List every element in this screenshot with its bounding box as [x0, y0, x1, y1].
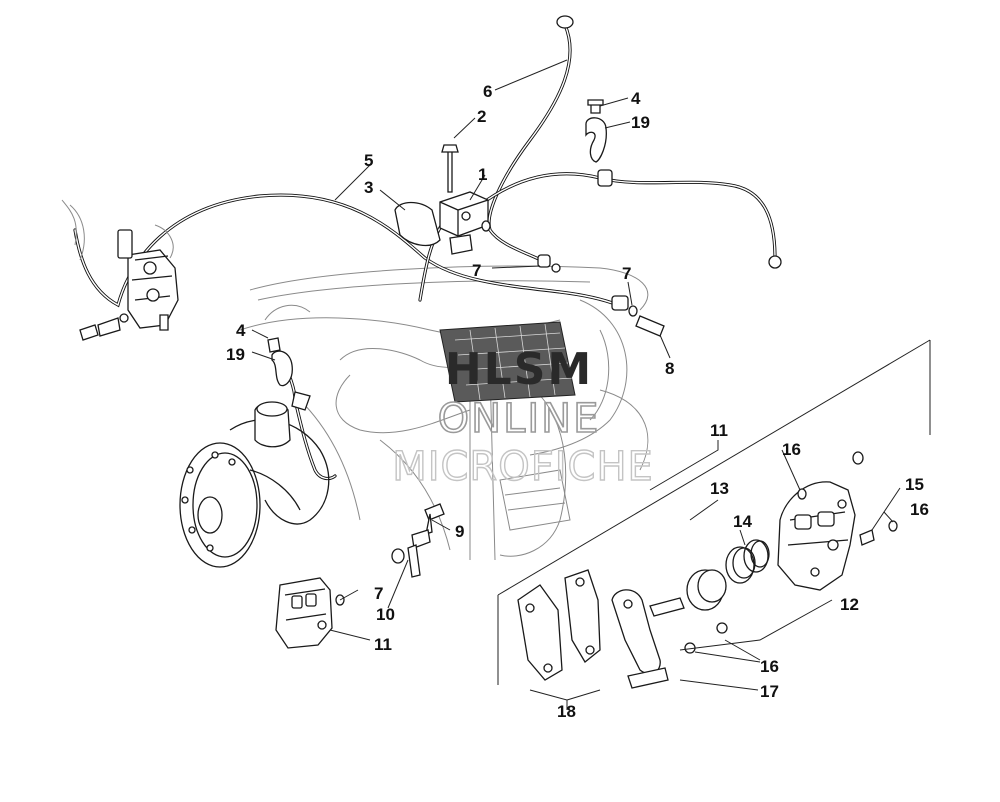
callout-16-top: 16 [782, 440, 801, 459]
callout-15: 15 [905, 475, 924, 494]
piston-and-seals [686, 539, 770, 611]
callout-19-top: 19 [631, 113, 650, 132]
brake-hoses [73, 23, 777, 481]
bolts-lower [391, 503, 445, 578]
callout-2: 2 [477, 107, 486, 126]
caliper-kit-bracket-lines [497, 339, 931, 685]
callout-4-top: 4 [631, 89, 641, 108]
hose-clamp-left [267, 337, 293, 387]
brake-pads [517, 569, 601, 681]
caliper-bracket [611, 589, 728, 689]
callout-11-left: 11 [374, 635, 392, 654]
frame-background [239, 265, 649, 561]
callout-6: 6 [483, 82, 492, 101]
callout-3: 3 [364, 178, 373, 197]
callout-1: 1 [478, 165, 487, 184]
watermark-line-2: ONLINE [438, 396, 601, 442]
callout-7-lower: 7 [374, 584, 383, 603]
callout-10: 10 [376, 605, 395, 624]
callout-13: 13 [710, 479, 729, 498]
callout-14: 14 [733, 512, 752, 531]
master-cylinder [61, 199, 179, 341]
caliper-body [777, 481, 856, 591]
watermark-line-1: HLSM [445, 344, 593, 395]
callout-labels: 6 2 1 5 3 4 19 7 7 8 4 19 9 10 7 11 11 1… [226, 82, 929, 721]
watermark-line-3: MICROFICHE [392, 444, 654, 490]
callout-19-left: 19 [226, 345, 245, 364]
callout-9: 9 [455, 522, 464, 541]
callout-16-right: 16 [910, 500, 929, 519]
callout-12: 12 [840, 595, 859, 614]
wheel-hub [179, 401, 330, 568]
leader-lines [251, 59, 901, 710]
callout-8: 8 [665, 359, 674, 378]
junction-block [394, 144, 491, 255]
callout-17: 17 [760, 682, 779, 701]
callout-16-lower: 16 [760, 657, 779, 676]
caliper-assembled [275, 577, 345, 649]
callout-7-right: 7 [622, 264, 631, 283]
hose-clamp-top [585, 99, 607, 163]
callout-5: 5 [364, 151, 373, 170]
callout-11-kit: 11 [710, 421, 728, 440]
watermark: HLSM ONLINE MICROFICHE [391, 344, 654, 491]
grille-mesh [439, 321, 576, 403]
caliper-small-parts [797, 451, 898, 546]
callout-7-upper: 7 [472, 261, 481, 280]
callout-4-left: 4 [236, 321, 246, 340]
callout-18: 18 [557, 702, 576, 721]
